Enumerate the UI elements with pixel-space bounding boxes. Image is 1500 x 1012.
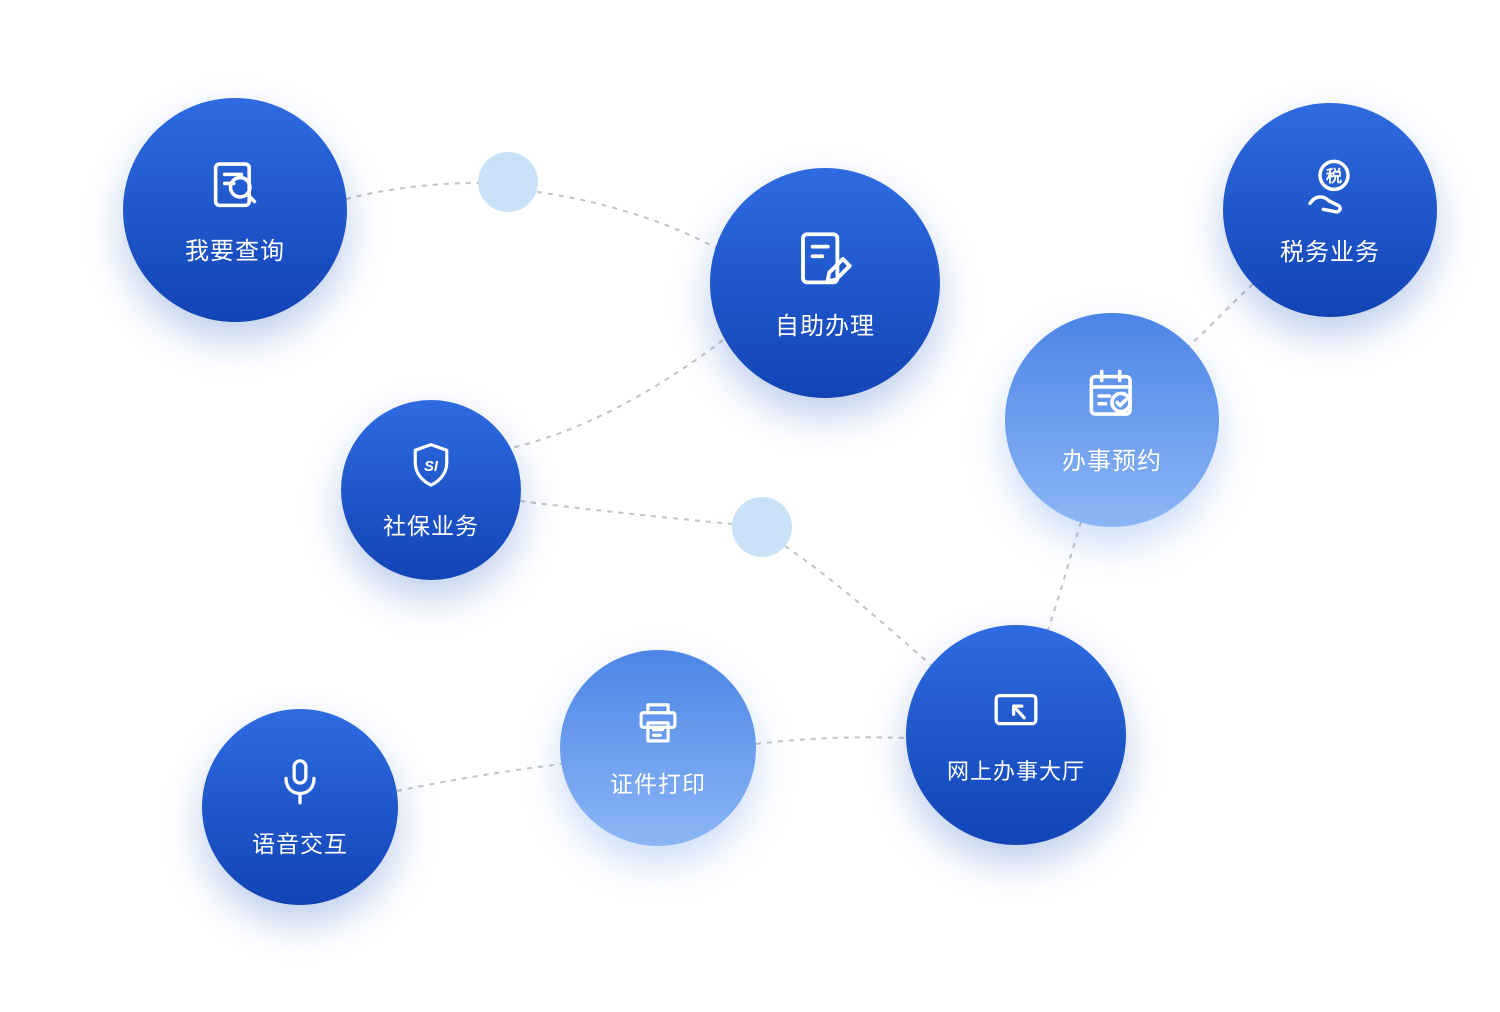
connector-query-dot: [345, 182, 479, 200]
node-tax[interactable]: 税 税务业务: [1223, 103, 1437, 317]
connector-dot-selfservice: [536, 191, 717, 249]
node-label: 网上办事大厅: [946, 759, 1085, 784]
svg-text:SI: SI: [424, 459, 439, 475]
node-query[interactable]: 我要查询: [123, 98, 347, 322]
node-print[interactable]: 证件打印: [560, 650, 756, 846]
node-voice[interactable]: 语音交互: [202, 709, 398, 905]
node-label: 社保业务: [383, 513, 479, 539]
shield-si-icon: SI: [404, 439, 458, 493]
microphone-icon: [272, 755, 328, 811]
node-label: 语音交互: [252, 831, 348, 857]
connector-selfservice-social: [510, 339, 724, 449]
connector-print-hall: [755, 736, 907, 745]
connector-tax-appointment: [1188, 283, 1254, 347]
node-self-service[interactable]: 自助办理: [710, 168, 940, 398]
connector-dot-hall: [784, 545, 932, 666]
printer-icon: [631, 697, 685, 751]
connector-appointment-hall: [1047, 521, 1082, 631]
node-online-hall[interactable]: 网上办事大厅: [906, 625, 1126, 845]
node-label: 税务业务: [1280, 238, 1380, 266]
node-label: 证件打印: [610, 771, 706, 797]
node-label: 自助办理: [775, 312, 875, 340]
document-edit-icon: [792, 226, 858, 292]
document-search-icon: [204, 155, 266, 217]
calendar-check-icon: [1081, 365, 1143, 427]
connector-social-dot: [519, 500, 733, 525]
decorative-dot: [732, 497, 792, 557]
node-social-security[interactable]: SI 社保业务: [341, 400, 521, 580]
connector-voice-print: [396, 763, 562, 792]
tax-hand-icon: 税: [1298, 154, 1362, 218]
node-label: 我要查询: [185, 237, 285, 265]
monitor-cursor-icon: [988, 684, 1044, 740]
decorative-dot: [478, 152, 538, 212]
node-label: 办事预约: [1062, 447, 1162, 475]
node-appointment[interactable]: 办事预约: [1005, 313, 1219, 527]
svg-text:税: 税: [1326, 166, 1342, 185]
